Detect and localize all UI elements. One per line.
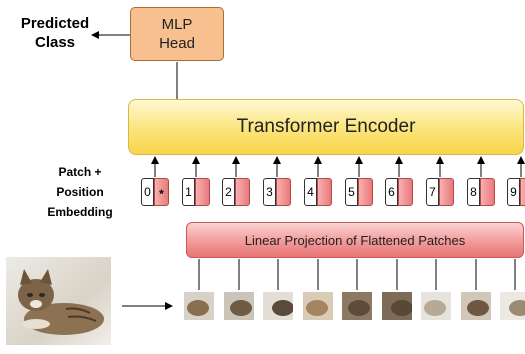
patch-lines [198,259,516,290]
token-4: 4 [304,178,332,206]
token-0: 0* [141,178,169,206]
image-patch-6 [382,292,412,320]
token-position-number: 2 [222,178,235,206]
image-patch-4 [303,292,333,320]
token-position-number: 3 [263,178,276,206]
patch-embedding [439,178,454,206]
image-patch-7 [421,292,451,320]
image-patch-5 [342,292,372,320]
patch-embedding [398,178,413,206]
token-position-number: 8 [467,178,480,206]
token-2: 2 [222,178,250,206]
patch-embedding [235,178,250,206]
transformer-encoder-box: Transformer Encoder [128,99,524,155]
linear-projection-box: Linear Projection of Flattened Patches [186,222,524,258]
token-5: 5 [345,178,373,206]
token-8: 8 [467,178,495,206]
mlp-line-2: Head [159,35,195,52]
token-position-number: 4 [304,178,317,206]
token-arrows [151,156,525,177]
pe-line-3: Embedding [47,205,113,219]
patch-embedding [520,178,525,206]
cat-image [6,257,111,345]
token-position-number: 7 [426,178,439,206]
pe-line-1: Patch + [58,165,102,179]
predicted-line-2: Class [34,34,76,51]
patch-embedding [358,178,373,206]
token-position-number: 1 [182,178,195,206]
encoder-label: Transformer Encoder [236,116,416,137]
token-position-number: 0 [141,178,154,206]
token-position-number: 6 [385,178,398,206]
pe-line-2: Position [56,185,104,199]
patch-embedding [195,178,210,206]
image-patch-1 [184,292,214,320]
token-1: 1 [182,178,210,206]
mlp-head-box: MLP Head [130,7,224,61]
class-token-embedding: * [154,178,169,206]
image-patch-9 [500,292,525,320]
patch-position-embedding-label: Patch + Position Embedding [30,162,130,222]
token-6: 6 [385,178,413,206]
patch-embedding [317,178,332,206]
patch-embedding [276,178,291,206]
predicted-class-label: Predicted Class [10,14,100,52]
token-3: 3 [263,178,291,206]
image-patch-2 [224,292,254,320]
linear-projection-label: Linear Projection of Flattened Patches [244,232,466,248]
token-9: 9 [507,178,525,206]
patch-embedding [480,178,495,206]
mlp-line-1: MLP [161,16,193,33]
predicted-line-1: Predicted [20,15,90,32]
image-patch-8 [461,292,491,320]
image-patch-3 [263,292,293,320]
token-7: 7 [426,178,454,206]
token-position-number: 5 [345,178,358,206]
token-position-number: 9 [507,178,520,206]
